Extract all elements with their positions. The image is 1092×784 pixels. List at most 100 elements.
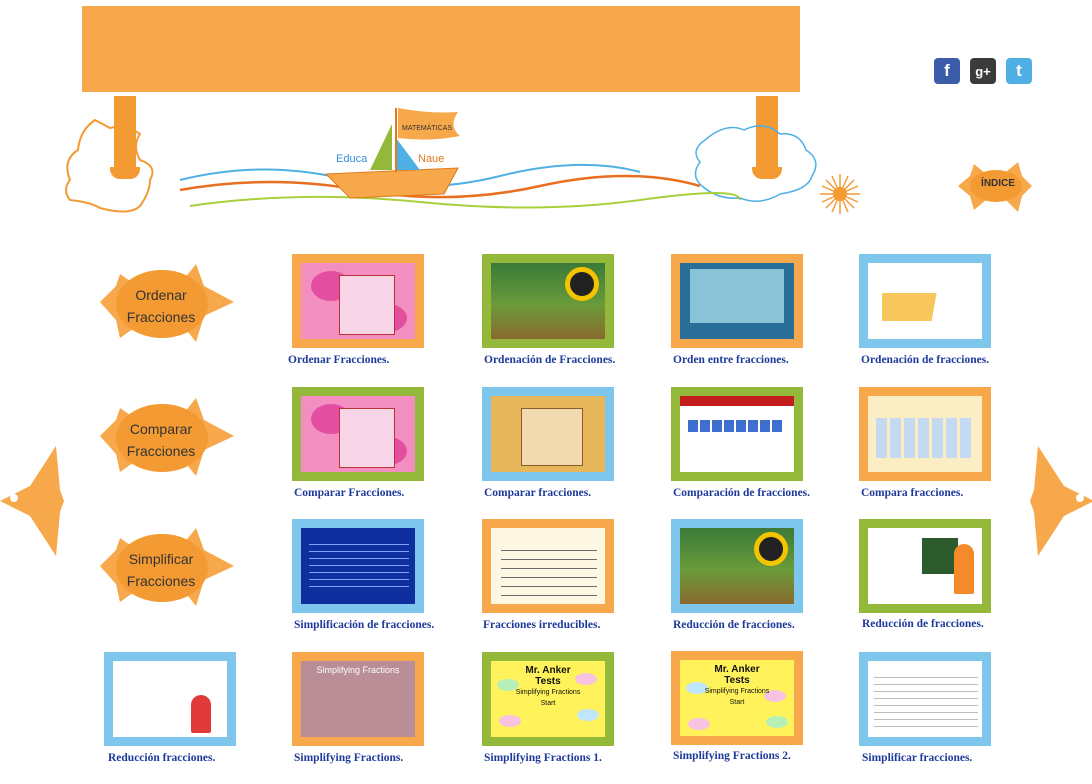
logo-mast-text: MATEMÁTICAS <box>402 123 452 132</box>
banner-post-left <box>114 96 136 172</box>
turtle-icon <box>100 528 234 606</box>
activity-ordenacion-de-fracciones[interactable]: Ordenación de Fracciones. <box>482 254 622 366</box>
thumbnail-frame <box>292 387 424 481</box>
activity-link[interactable]: Comparación de fracciones. <box>673 487 811 499</box>
google-plus-icon[interactable]: g+ <box>970 58 996 84</box>
thumbnail-frame <box>482 387 614 481</box>
activity-orden-entre-fracciones[interactable]: Orden entre fracciones. <box>671 254 811 366</box>
thumbnail <box>680 263 794 339</box>
thumbnail <box>491 528 605 604</box>
activity-comparacion-de-fracciones[interactable]: Comparación de fracciones. <box>671 387 811 499</box>
thumbnail <box>301 528 415 604</box>
facebook-icon[interactable]: f <box>934 58 960 84</box>
thumbnail-title: Simplifying Fractions <box>316 665 400 675</box>
activity-link[interactable]: Comparar fracciones. <box>484 487 592 499</box>
thumbnail-frame <box>671 519 803 613</box>
activity-simplificacion-de-fracciones[interactable]: Simplificación de fracciones. <box>292 519 434 631</box>
thumbnail-frame <box>292 519 424 613</box>
banner-post-right-foot <box>752 167 782 179</box>
logo-left-word: Educa <box>336 153 368 165</box>
activity-ordenar-fracciones[interactable]: Ordenar Fracciones. <box>288 254 432 366</box>
next-fish-arrow-icon[interactable] <box>1030 446 1092 556</box>
activity-link[interactable]: Orden entre fracciones. <box>673 354 789 366</box>
thumbnail <box>113 661 227 737</box>
activity-link[interactable]: Comparar Fracciones. <box>294 487 405 499</box>
thumbnail <box>680 396 794 472</box>
boat-flag <box>398 108 460 140</box>
thumbnail-frame <box>671 254 803 348</box>
thumbnail-frame <box>292 254 424 348</box>
activity-link[interactable]: Compara fracciones. <box>861 487 964 499</box>
indice-button[interactable]: ÍNDICE <box>981 178 1015 189</box>
activity-comparar-fracciones[interactable]: Comparar Fracciones. <box>292 387 432 499</box>
activity-comparar-fracciones-2[interactable]: Comparar fracciones. <box>482 387 622 499</box>
thumbnail-frame <box>859 652 991 746</box>
thumbnail <box>868 528 982 604</box>
activity-compara-fracciones[interactable]: Compara fracciones. <box>859 387 999 499</box>
boat-sail-blue <box>396 138 420 170</box>
indice-turtle-icon[interactable] <box>956 156 1032 218</box>
banner-post-right <box>756 96 778 172</box>
activity-link[interactable]: Ordenación de fracciones. <box>861 354 990 366</box>
map-outline-left <box>65 118 154 213</box>
logo-right-word: Naue <box>418 153 444 165</box>
thumbnail <box>301 263 415 339</box>
activity-simplifying-fractions[interactable]: Simplifying Fractions Simplifying Fracti… <box>292 652 432 764</box>
thumbnail <box>680 528 794 604</box>
activity-reduccion-de-fracciones[interactable]: Reducción de fracciones. <box>671 519 811 631</box>
activity-reduccion-fracciones[interactable]: Reducción fracciones. <box>104 652 244 764</box>
prev-fish-arrow-icon[interactable] <box>0 446 64 556</box>
thumbnail <box>491 396 605 472</box>
activity-link[interactable]: Reducción de fracciones. <box>862 618 984 630</box>
activity-link[interactable]: Ordenar Fracciones. <box>288 354 390 366</box>
map-outline-right <box>694 125 817 202</box>
header-decoration: MATEMÁTICAS Educa Naue <box>65 108 860 214</box>
sun-icon <box>820 174 860 214</box>
activity-link[interactable]: Fracciones irreducibles. <box>483 619 601 631</box>
activity-link[interactable]: Reducción fracciones. <box>108 752 216 764</box>
thumbnail <box>868 396 982 472</box>
thumbnail: Simplifying Fractions <box>301 661 415 737</box>
thumbnail-frame <box>482 254 614 348</box>
activity-fracciones-irreducibles[interactable]: Fracciones irreducibles. <box>482 519 622 631</box>
boat-hull <box>324 167 459 199</box>
thumbnail-frame <box>104 652 236 746</box>
activity-simplificar-fracciones[interactable]: Simplificar fracciones. <box>859 652 999 764</box>
wave-orange <box>179 174 701 199</box>
activity-link[interactable]: Simplifying Fractions. <box>294 752 404 764</box>
activity-link[interactable]: Simplificación de fracciones. <box>294 619 435 631</box>
thumbnail-frame <box>859 387 991 481</box>
turtle-icon <box>100 264 234 342</box>
header-banner <box>82 6 800 92</box>
thumbnail <box>491 263 605 339</box>
twitter-icon[interactable]: t <box>1006 58 1032 84</box>
activity-link[interactable]: Simplificar fracciones. <box>862 752 973 764</box>
wave-green <box>189 192 741 209</box>
thumbnail <box>301 396 415 472</box>
activity-link[interactable]: Ordenación de Fracciones. <box>484 354 616 366</box>
activity-link[interactable]: Simplifying Fractions 1. <box>484 752 602 764</box>
activity-link[interactable]: Reducción de fracciones. <box>673 619 795 631</box>
thumbnail-frame: Simplifying Fractions <box>292 652 424 746</box>
thumbnail-frame <box>859 519 991 613</box>
turtle-icon <box>100 398 234 476</box>
thumbnail-frame <box>859 254 991 348</box>
activity-ordenacion-de-fracciones-2[interactable]: Ordenación de fracciones. <box>859 254 999 366</box>
banner-post-left-foot <box>110 167 140 179</box>
thumbnail <box>868 661 982 737</box>
activity-link[interactable]: Simplifying Fractions 2. <box>673 750 791 762</box>
activity-reduccion-de-fracciones-2[interactable]: Reducción de fracciones. <box>859 519 999 630</box>
thumbnail-frame <box>671 387 803 481</box>
